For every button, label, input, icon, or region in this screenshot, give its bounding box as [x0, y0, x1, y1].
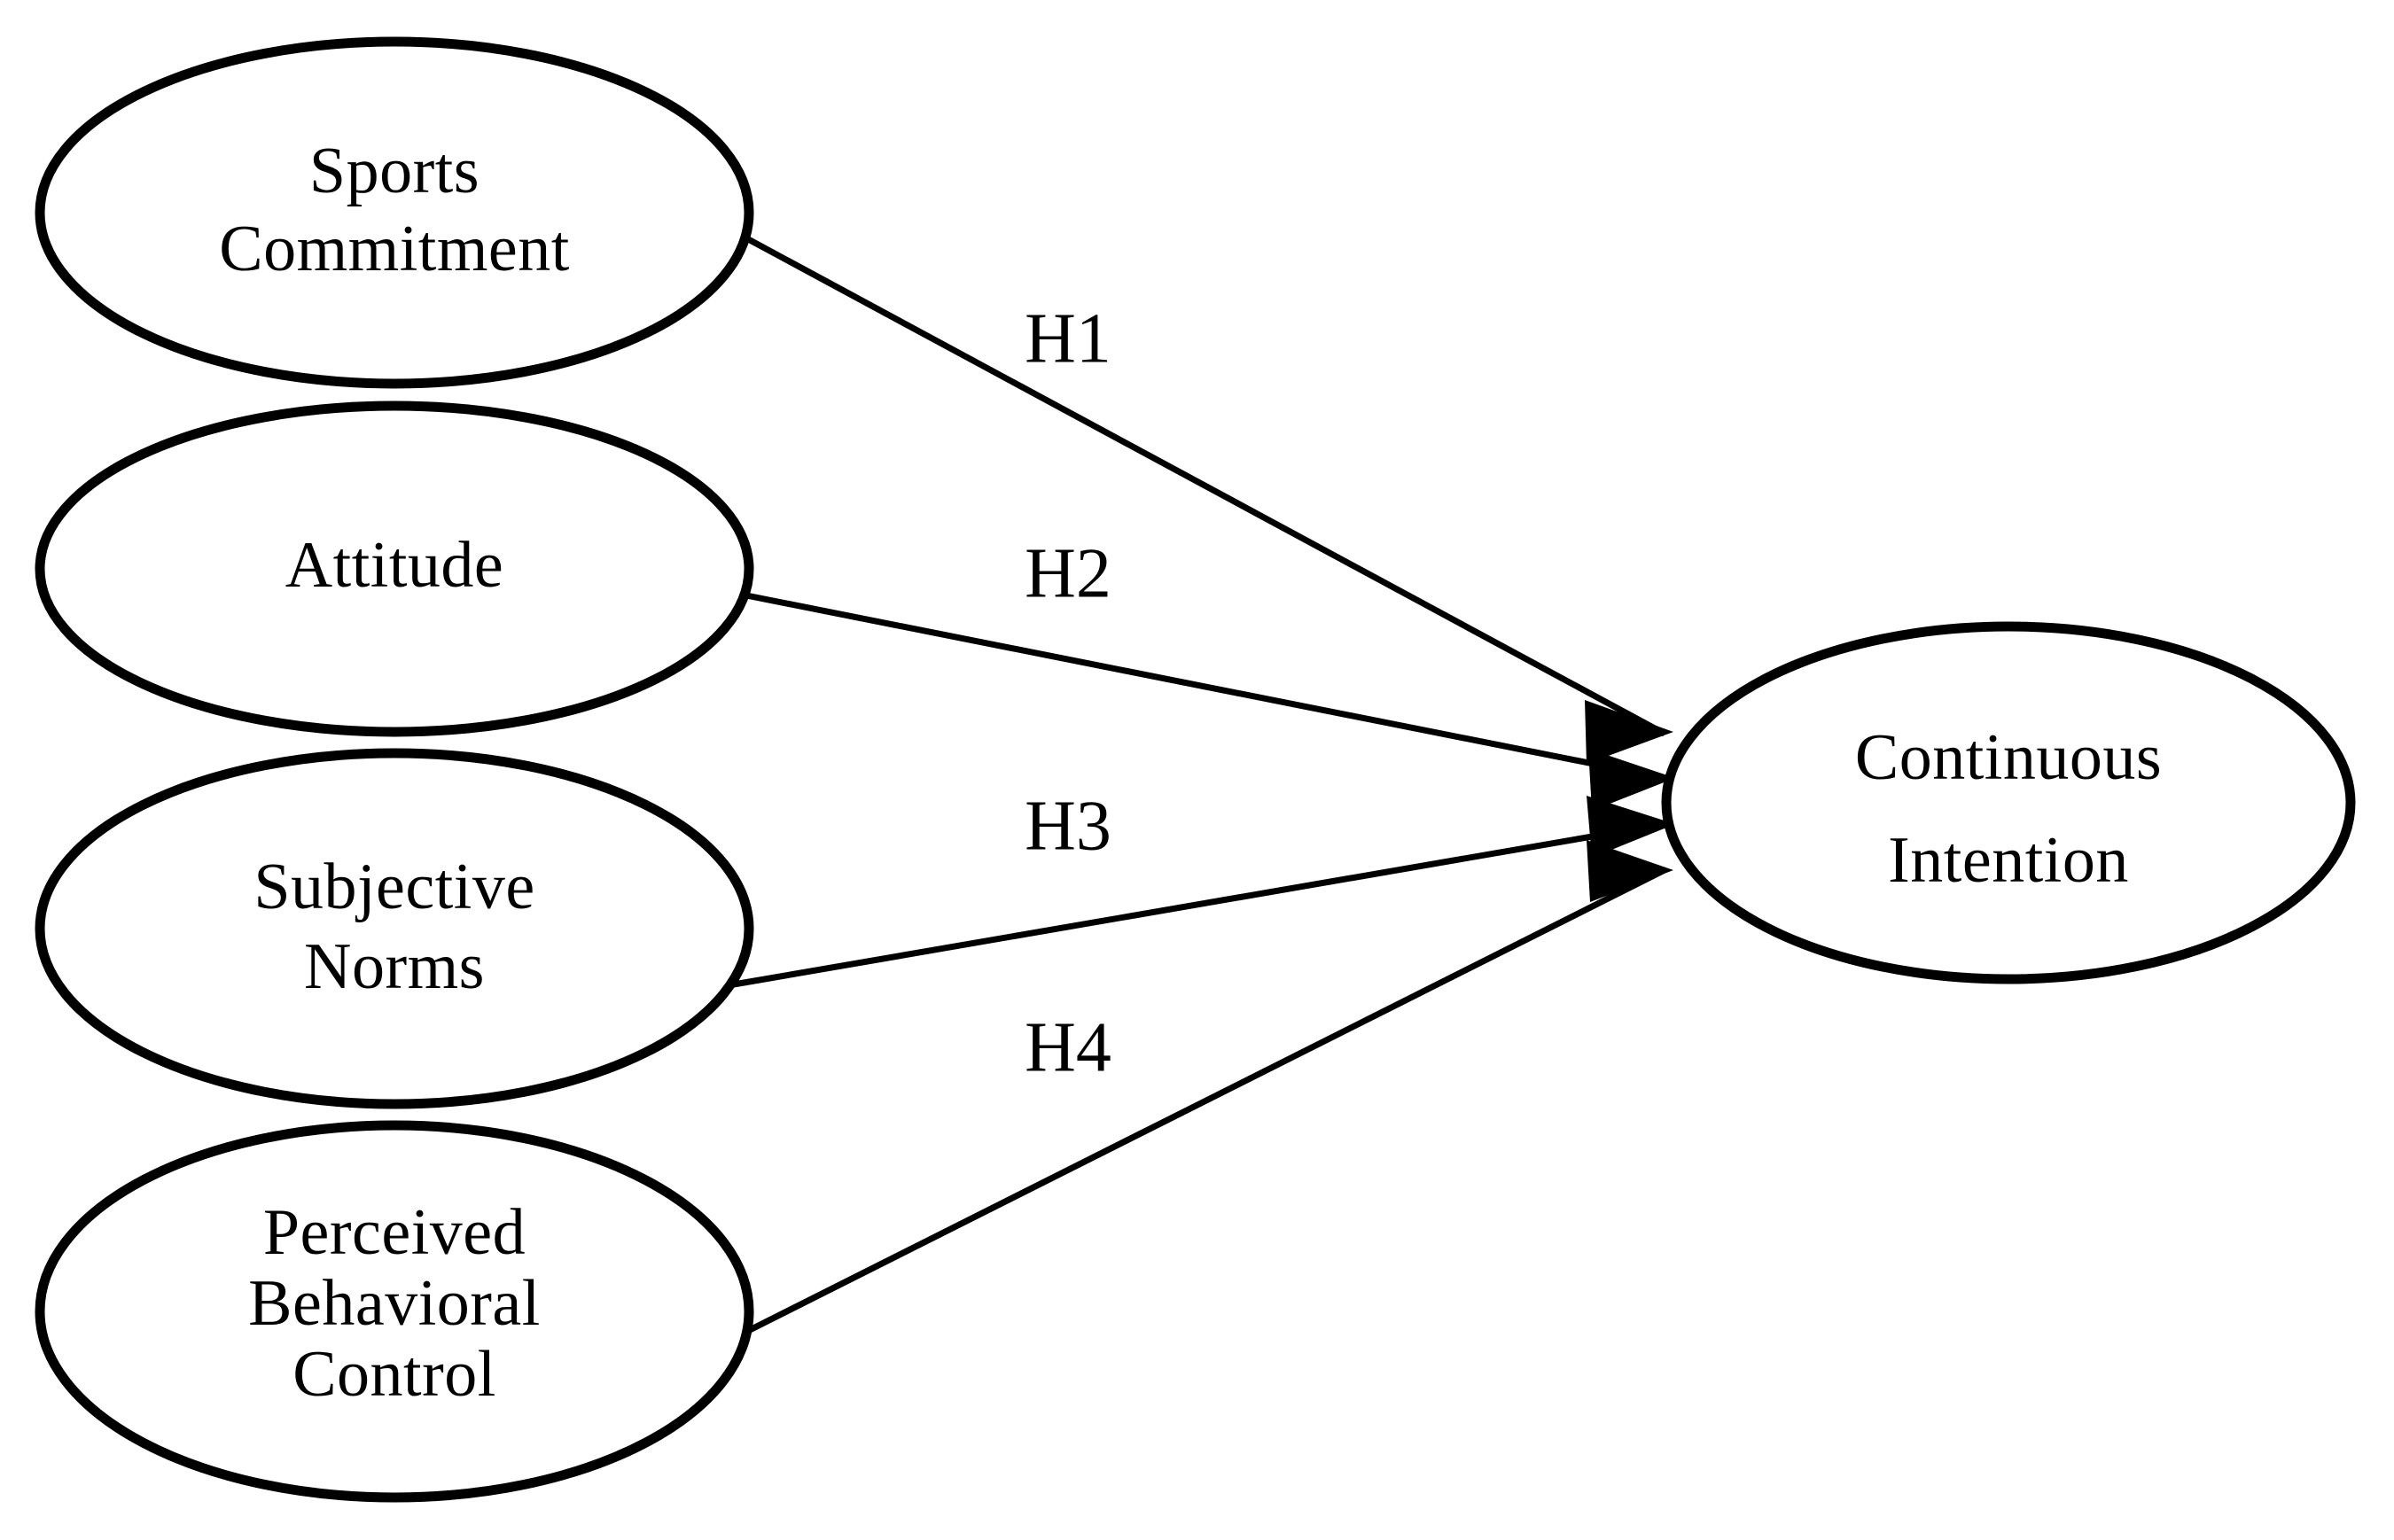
path-line-h1 [727, 225, 1666, 737]
arrow-head-h4 [1587, 840, 1673, 902]
node-subjective-norms[interactable]: Subjective Norms [35, 748, 754, 1109]
path-line-h2 [728, 588, 1665, 782]
node-sports-commitment[interactable]: Sports Commitment [35, 36, 754, 389]
node-attitude-label-line1: Attitude [285, 529, 504, 602]
path-line-h3 [728, 821, 1665, 989]
node-subjective-norms-label-line1: Subjective [253, 851, 534, 923]
node-perceived-behavioral-control[interactable]: Perceived Behavioral Control [35, 1120, 754, 1503]
node-subjective-norms-label-line2: Norms [304, 930, 485, 1003]
hypothesis-label-h1: H1 [1025, 299, 1111, 377]
arrow-head-h3 [1587, 796, 1675, 858]
node-subjective-norms-shape[interactable] [35, 748, 754, 1109]
node-perceived-behavioral-control-shape[interactable] [35, 1120, 754, 1503]
node-continuous-intention-label-line1: Continuous [1855, 721, 2162, 794]
node-continuous-intention-label-line2: Intention [1888, 824, 2129, 897]
arrow-head-h2 [1588, 749, 1675, 811]
node-perceived-behavioral-control-label-line2: Behavioral [248, 1267, 541, 1340]
hypothesis-label-h3: H3 [1025, 787, 1111, 865]
arrow-head-h1 [1585, 700, 1673, 764]
node-continuous-intention-shape[interactable] [1661, 621, 2356, 984]
hypothesis-label-h2: H2 [1025, 534, 1111, 612]
hypothesis-label-h4: H4 [1025, 1008, 1111, 1086]
node-perceived-behavioral-control-label-line1: Perceived [263, 1196, 526, 1269]
node-sports-commitment-shape[interactable] [35, 36, 754, 389]
node-sports-commitment-label-line1: Sports [309, 135, 480, 207]
path-line-h4 [727, 867, 1666, 1344]
node-sports-commitment-label-line2: Commitment [219, 213, 570, 285]
node-attitude-shape[interactable] [35, 401, 754, 737]
node-continuous-intention[interactable]: Continuous Intention [1661, 621, 2356, 984]
node-perceived-behavioral-control-label-line3: Control [292, 1338, 496, 1411]
node-attitude[interactable]: Attitude [35, 401, 754, 737]
